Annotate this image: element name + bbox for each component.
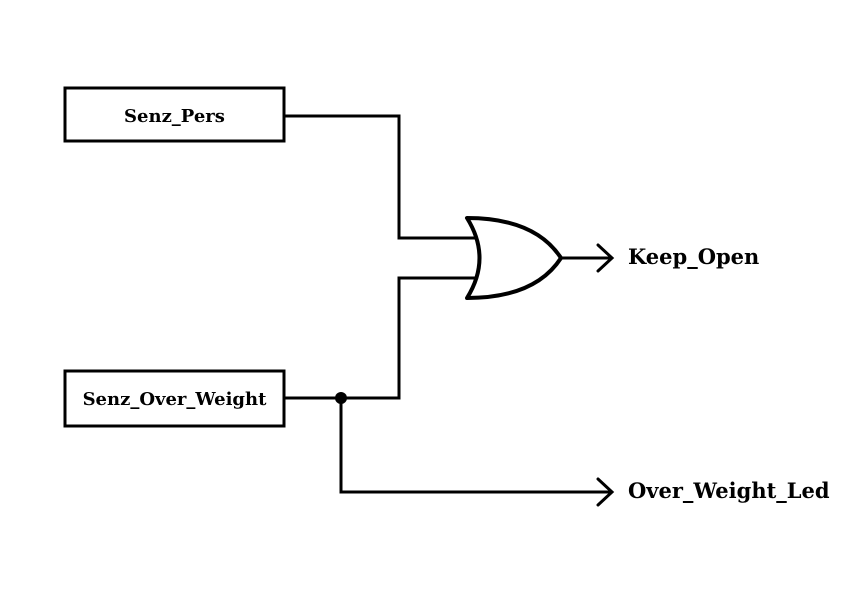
arrowhead-over-weight-led: [596, 477, 615, 507]
input-senz-pers: Senz_Pers: [63, 86, 286, 143]
or-gate: [465, 216, 563, 300]
input-box-senz-pers: [63, 86, 286, 143]
input-senz-over-weight: Senz_Over_Weight: [63, 369, 286, 428]
input-label-senz-over-weight: Senz_Over_Weight: [83, 389, 268, 410]
output-label-over-weight-led: Over_Weight_Led: [628, 478, 830, 503]
wire-branch-to-led: [339, 398, 612, 494]
output-label-keep-open: Keep_Open: [628, 244, 759, 269]
arrowhead-keep-open: [596, 243, 615, 273]
input-label-senz-pers: Senz_Pers: [124, 106, 225, 127]
junction-dot: [335, 392, 347, 404]
input-box-senz-over-weight: [63, 369, 286, 428]
wire-senz-over-weight-to-gate: [284, 276, 478, 400]
wire-senz-pers-to-gate: [284, 114, 478, 240]
